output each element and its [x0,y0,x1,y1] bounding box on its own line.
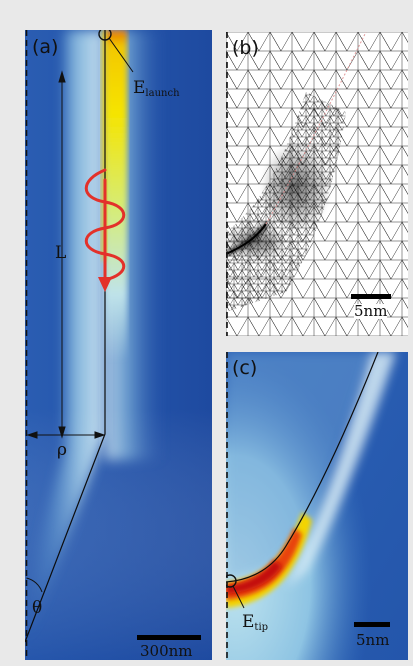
panel-b-scalebar [351,294,391,299]
tip-surface-line [25,30,106,643]
panel-a: (a) Elaunch L ρ θ 300nm [25,30,212,660]
launch-marker [98,30,112,41]
panel-b-scale-label: 5nm [354,302,388,320]
tip-field-label: Etip [242,614,268,633]
panel-c-scalebar [354,622,390,627]
panel-b: (b) 5nm [226,32,408,336]
angle-arc [26,577,43,593]
tip-field-symbol: E [242,612,255,632]
panel-a-scalebar [137,635,201,640]
launch-field-symbol: E [133,78,146,98]
panel-c-scale-label: 5nm [356,631,390,649]
tip-pointer [232,585,245,609]
length-label: L [55,243,67,263]
launch-field-subscript: launch [145,88,180,99]
wave-arrowhead [98,277,112,292]
panel-c-label: (c) [232,357,258,379]
mesh-apex-curve-core [226,223,267,255]
tip-marker [226,574,237,588]
panel-c-field [226,352,408,660]
mesh-surface-line [265,32,367,225]
angle-label: θ [32,598,43,618]
length-dimension-arrow [58,70,66,439]
tip-field-subscript: tip [254,622,269,633]
launch-field-label: Elaunch [133,80,180,99]
panel-a-scale-label: 300nm [140,642,193,660]
panel-b-mesh [226,32,408,336]
radius-dimension-arrow [26,431,106,439]
panel-c: (c) Etip 5nm [226,352,408,660]
panel-a-field [25,30,212,660]
wave-packet-arrow [84,168,126,282]
radius-label: ρ [57,440,67,460]
panel-c-surface-line [226,352,379,583]
panel-b-label: (b) [232,37,259,59]
panel-a-label: (a) [32,36,59,58]
launch-pointer [108,37,134,73]
